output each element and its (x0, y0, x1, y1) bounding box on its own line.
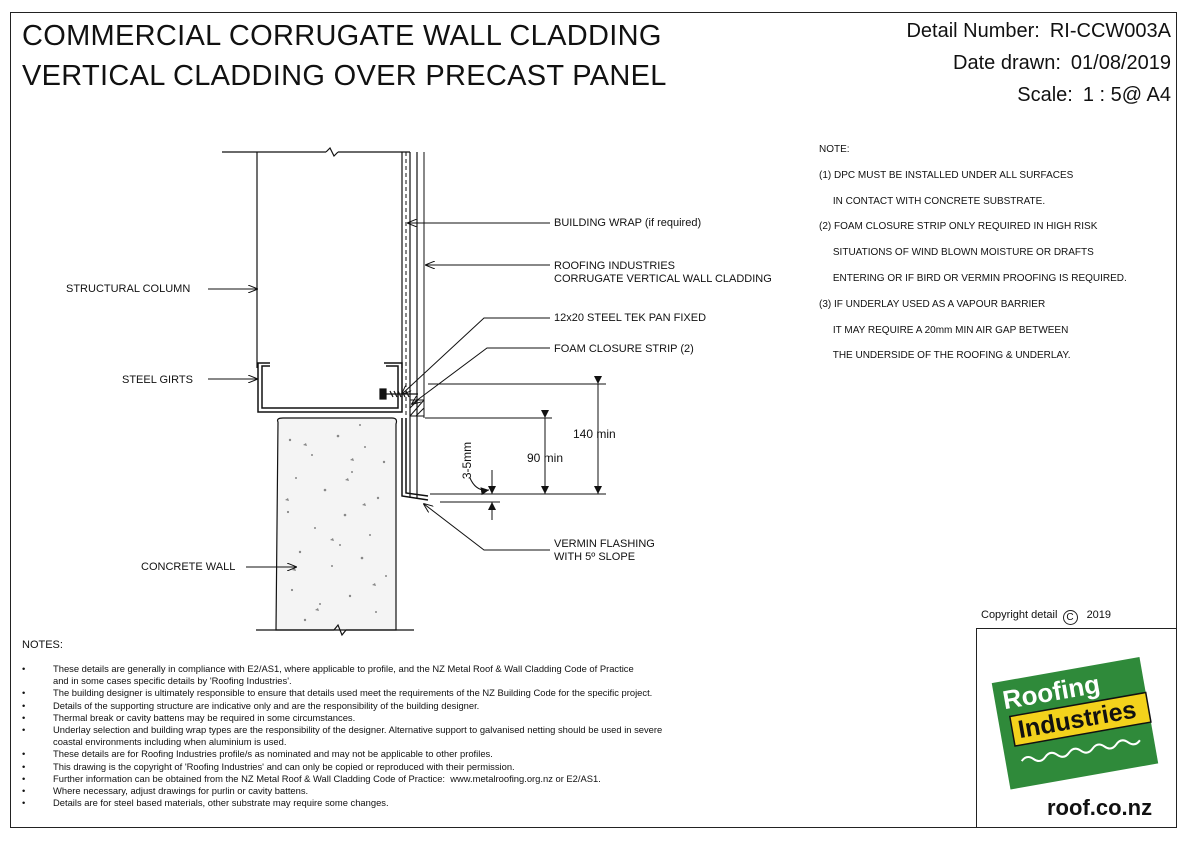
spec-note-line: (1) DPC MUST BE INSTALLED UNDER ALL SURF… (819, 169, 1074, 181)
spec-note-line: THE UNDERSIDE OF THE ROOFING & UNDERLAY. (819, 350, 1071, 362)
callout-vermin-line-2: WITH 5º SLOPE (554, 551, 636, 563)
concrete-wall (256, 417, 414, 637)
callout-vermin-line-1: VERMIN FLASHING (554, 538, 655, 550)
copyright-icon: C (1062, 610, 1078, 625)
detail-number: Detail Number: RI-CCW003A (906, 20, 1171, 43)
detail-number-label: Detail Number: (906, 20, 1040, 42)
roofing-industries-logo: Roofing Industries roof.co.nz (991, 657, 1159, 820)
callout-foam-closure: FOAM CLOSURE STRIP (2) (554, 343, 694, 355)
spec-note-line: IT MAY REQUIRE A 20mm MIN AIR GAP BETWEE… (819, 324, 1069, 336)
notes-list: •These details are generally in complian… (22, 663, 662, 809)
dimension-gap: 3-5mm (460, 441, 475, 480)
tek-screw (379, 388, 418, 400)
note-item: •This drawing is the copyright of 'Roofi… (22, 760, 515, 772)
callout-tek-screw: 12x20 STEEL TEK PAN FIXED (554, 312, 707, 324)
logo-url: roof.co.nz (1047, 795, 1152, 820)
detail-number-value: RI-CCW003A (1049, 20, 1171, 42)
note-item: •Thermal break or cavity battens may be … (22, 711, 356, 723)
note-item: •These details are for Roofing Industrie… (22, 748, 493, 760)
scale-label: Scale: (1017, 84, 1073, 106)
note-item: •These details are generally in complian… (22, 663, 634, 674)
note-item: coastal environments including when alum… (53, 736, 287, 748)
dimension-90: 90 min (527, 451, 564, 465)
date-drawn-value: 01/08/2019 (1070, 52, 1171, 74)
spec-note-line: IN CONTACT WITH CONCRETE SUBSTRATE. (819, 195, 1046, 207)
callout-cladding-line-1: ROOFING INDUSTRIES (554, 260, 676, 272)
callout-concrete-wall: CONCRETE WALL (141, 561, 236, 573)
notes-title: NOTES: (22, 639, 63, 651)
spec-note-line: SITUATIONS OF WIND BLOWN MOISTURE OR DRA… (819, 247, 1094, 259)
callout-building-wrap: BUILDING WRAP (if required) (554, 217, 702, 229)
title-line-1: COMMERCIAL CORRUGATE WALL CLADDING (22, 20, 662, 52)
callout-steel-girts: STEEL GIRTS (122, 374, 193, 386)
note-item: •Details of the supporting structure are… (22, 699, 480, 711)
callout-cladding: ROOFING INDUSTRIES CORRUGATE VERTICAL WA… (554, 260, 772, 286)
title-line-2: VERTICAL CLADDING OVER PRECAST PANEL (22, 60, 667, 92)
spec-note-line: ENTERING OR IF BIRD OR VERMIN PROOFING I… (819, 272, 1127, 284)
dimension-140: 140 min (573, 427, 616, 441)
date-drawn: Date drawn: 01/08/2019 (953, 52, 1171, 75)
note-item: •Where necessary, adjust drawings for pu… (22, 785, 309, 797)
note-item: •Underlay selection and building wrap ty… (22, 724, 663, 736)
spec-note-line: (2) FOAM CLOSURE STRIP ONLY REQUIRED IN … (819, 221, 1098, 233)
copyright-label: Copyright detail (981, 609, 1058, 621)
copyright-year: 2019 (1086, 609, 1112, 621)
structural-column (222, 146, 410, 368)
note-item: and in some cases specific details by 'R… (53, 675, 292, 687)
logo-wave (1020, 739, 1141, 762)
spec-notes: NOTE: (1) DPC MUST BE INSTALLED UNDER AL… (819, 131, 1127, 376)
spec-note-line: NOTE: (819, 143, 850, 155)
vermin-flashing (401, 418, 429, 501)
note-item: •The building designer is ultimately res… (22, 687, 653, 699)
dimension-lines (425, 376, 606, 520)
leader-lines (208, 223, 550, 567)
callout-vermin-flashing: VERMIN FLASHING WITH 5º SLOPE (554, 538, 655, 564)
note-item: •Further information can be obtained fro… (22, 772, 601, 784)
callout-cladding-line-2: CORRUGATE VERTICAL WALL CLADDING (554, 273, 772, 285)
copyright: Copyright detail C 2019 (981, 609, 1111, 625)
callout-structural-column: STRUCTURAL COLUMN (66, 283, 191, 295)
drawing-frame (10, 12, 1177, 828)
spec-note-line: (3) IF UNDERLAY USED AS A VAPOUR BARRIER (819, 298, 1046, 310)
date-drawn-label: Date drawn: (953, 52, 1061, 74)
steel-girt (257, 362, 403, 413)
scale-value: 1 : 5@ A4 (1082, 84, 1171, 106)
logo-panel: Roofing Industries roof.co.nz (976, 628, 1177, 828)
cladding-profile (405, 152, 425, 498)
scale: Scale: 1 : 5@ A4 (1017, 84, 1171, 107)
note-item: •Details are for steel based materials, … (22, 797, 389, 809)
